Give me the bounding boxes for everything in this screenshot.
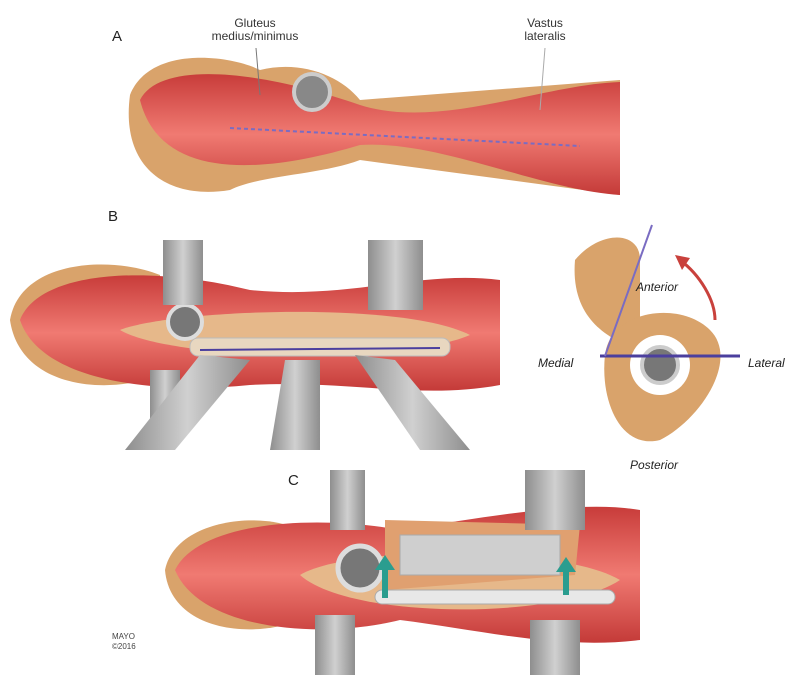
panel-b-thigh [10, 240, 500, 450]
panel-label-c: C [288, 472, 299, 489]
panel-label-b: B [108, 208, 119, 225]
label-vastus: Vastus lateralis [524, 16, 566, 43]
panel-a-thigh [128, 47, 620, 195]
label-gluteus: Gluteus medius/minimus [211, 16, 299, 43]
incision-line [229, 127, 581, 147]
panel-c-thigh [165, 470, 640, 675]
credit-year: ©2016 [112, 642, 136, 651]
lift-arrow-icon [375, 555, 576, 598]
label-medial: Medial [538, 356, 574, 370]
cross-section-diagram [574, 224, 740, 442]
label-lateral: Lateral [748, 356, 785, 370]
credit: MAYO ©2016 [112, 632, 136, 652]
panel-label-a: A [112, 28, 123, 45]
label-anterior: Anterior [636, 280, 679, 294]
credit-org: MAYO [112, 632, 135, 641]
label-posterior: Posterior [630, 458, 679, 472]
